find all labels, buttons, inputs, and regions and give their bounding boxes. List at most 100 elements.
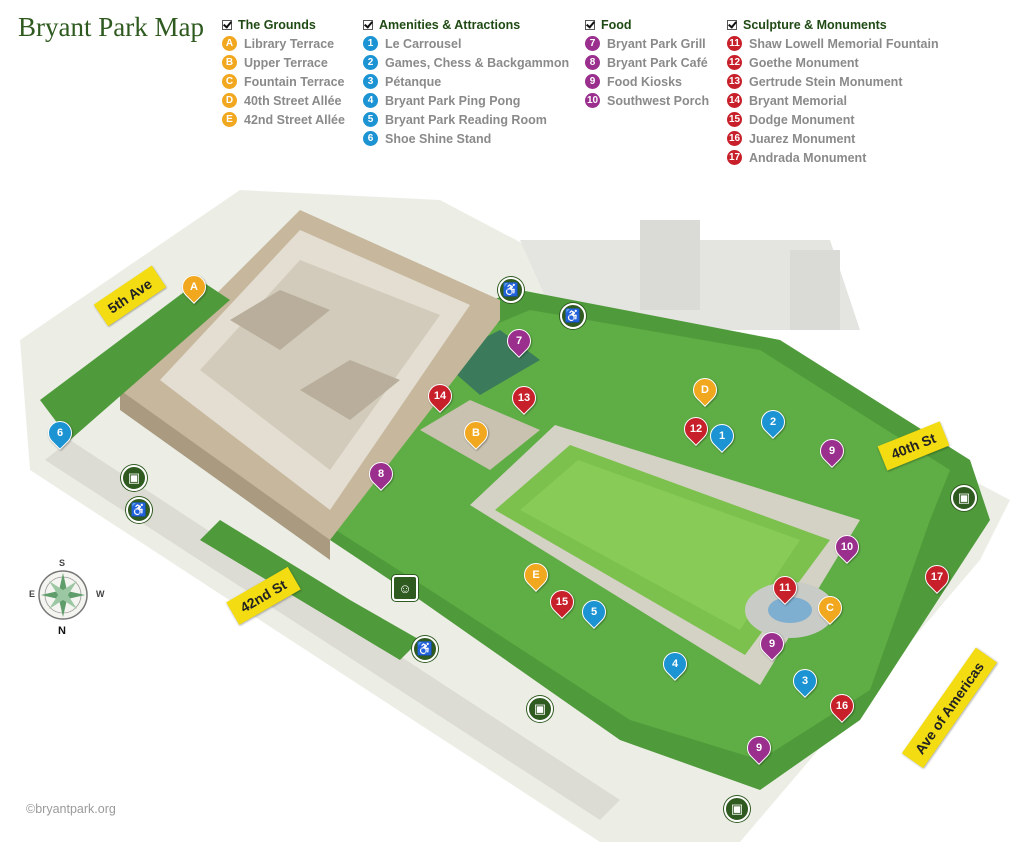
legend-item[interactable]: 17 Andrada Monument	[727, 148, 939, 167]
legend-badge: 6	[363, 131, 378, 146]
legend-sculpture-toggle[interactable]: Sculpture & Monuments	[727, 16, 939, 34]
pin-label: 15	[555, 596, 569, 608]
legend-item[interactable]: 15 Dodge Monument	[727, 110, 939, 129]
pin-label: 16	[835, 700, 849, 712]
pin-label: 3	[801, 675, 809, 687]
accessible-icon[interactable]: ♿	[560, 303, 586, 329]
legend-badge: E	[222, 112, 237, 127]
legend-item[interactable]: 16 Juarez Monument	[727, 129, 939, 148]
subway-icon[interactable]: ▣	[527, 696, 553, 722]
legend-badge: 4	[363, 93, 378, 108]
legend-badge: 16	[727, 131, 742, 146]
background-buildings	[640, 220, 700, 310]
checkbox-icon[interactable]	[585, 20, 595, 30]
legend-label: Juarez Monument	[749, 131, 856, 146]
legend-badge: 15	[727, 112, 742, 127]
legend-badge: 5	[363, 112, 378, 127]
legend-label: Shoe Shine Stand	[385, 131, 492, 146]
accessible-icon[interactable]: ♿	[498, 277, 524, 303]
subway-icon[interactable]: ▣	[121, 465, 147, 491]
legend-label: Bryant Park Café	[607, 55, 708, 70]
legend-badge: 8	[585, 55, 600, 70]
subway-icon[interactable]: ▣	[951, 485, 977, 511]
checkbox-icon[interactable]	[363, 20, 373, 30]
legend-item[interactable]: 6 Shoe Shine Stand	[363, 129, 569, 148]
pin-label: 5	[590, 606, 598, 618]
checkbox-icon[interactable]	[222, 20, 232, 30]
legend-label: Le Carrousel	[385, 36, 462, 51]
pin-label: D	[701, 384, 709, 396]
legend-food-toggle[interactable]: Food	[585, 16, 709, 34]
pin-label: 10	[840, 541, 854, 553]
legend-item[interactable]: 13 Gertrude Stein Monument	[727, 72, 939, 91]
library-facade	[120, 390, 330, 560]
legend-item[interactable]: 5 Bryant Park Reading Room	[363, 110, 569, 129]
legend-badge: 17	[727, 150, 742, 165]
legend-label: Goethe Monument	[749, 55, 859, 70]
legend-label: Fountain Terrace	[244, 74, 345, 89]
fifth-ave-trees	[40, 280, 230, 440]
accessible-icon[interactable]: ♿	[412, 636, 438, 662]
legend-label: Pétanque	[385, 74, 442, 89]
compass-w: W	[96, 589, 105, 599]
legend-badge: A	[222, 36, 237, 51]
legend-badge: D	[222, 93, 237, 108]
pin-label: 12	[689, 423, 703, 435]
accessible-icon[interactable]: ♿	[126, 497, 152, 523]
legend-item[interactable]: E 42nd Street Allée	[222, 110, 345, 129]
legend-badge: 7	[585, 36, 600, 51]
legend-label: Food Kiosks	[607, 74, 683, 89]
pin-label: 8	[377, 468, 385, 480]
legend-label: Southwest Porch	[607, 93, 710, 108]
legend-label: 42nd Street Allée	[244, 112, 345, 127]
legend-label: Bryant Park Reading Room	[385, 112, 547, 127]
legend-badge: 1	[363, 36, 378, 51]
legend-label: Gertrude Stein Monument	[749, 74, 903, 89]
subway-icon[interactable]: ▣	[724, 796, 750, 822]
pin-label: 7	[515, 335, 523, 347]
pin-label: 9	[768, 638, 776, 650]
42nd-st-trees	[200, 520, 420, 660]
restroom-icon[interactable]: ☺	[392, 575, 418, 601]
compass-s: S	[59, 558, 66, 568]
legend-label: Andrada Monument	[749, 150, 867, 165]
legend-badge: 14	[727, 93, 742, 108]
central-lawn	[520, 460, 800, 630]
legend-label: Dodge Monument	[749, 112, 855, 127]
page-title: Bryant Park Map	[18, 12, 204, 42]
legend-item[interactable]: 8 Bryant Park Café	[585, 53, 709, 72]
legend-grounds-toggle[interactable]: The Grounds	[222, 16, 345, 34]
pin-label: 13	[517, 392, 531, 404]
legend-amenities-toggle[interactable]: Amenities & Attractions	[363, 16, 569, 34]
legend-badge: 13	[727, 74, 742, 89]
pin-label: 11	[779, 582, 791, 594]
legend-item[interactable]: 1 Le Carrousel	[363, 34, 569, 53]
checkbox-icon[interactable]	[727, 20, 737, 30]
pin-label: 4	[671, 658, 679, 670]
library-courtyard	[230, 290, 330, 350]
fountain	[768, 597, 812, 623]
background-buildings	[790, 250, 840, 330]
compass-n: N	[58, 625, 66, 637]
pin-label: E	[532, 569, 540, 581]
legend-label: Upper Terrace	[244, 55, 328, 70]
pin-label: 1	[718, 430, 726, 442]
